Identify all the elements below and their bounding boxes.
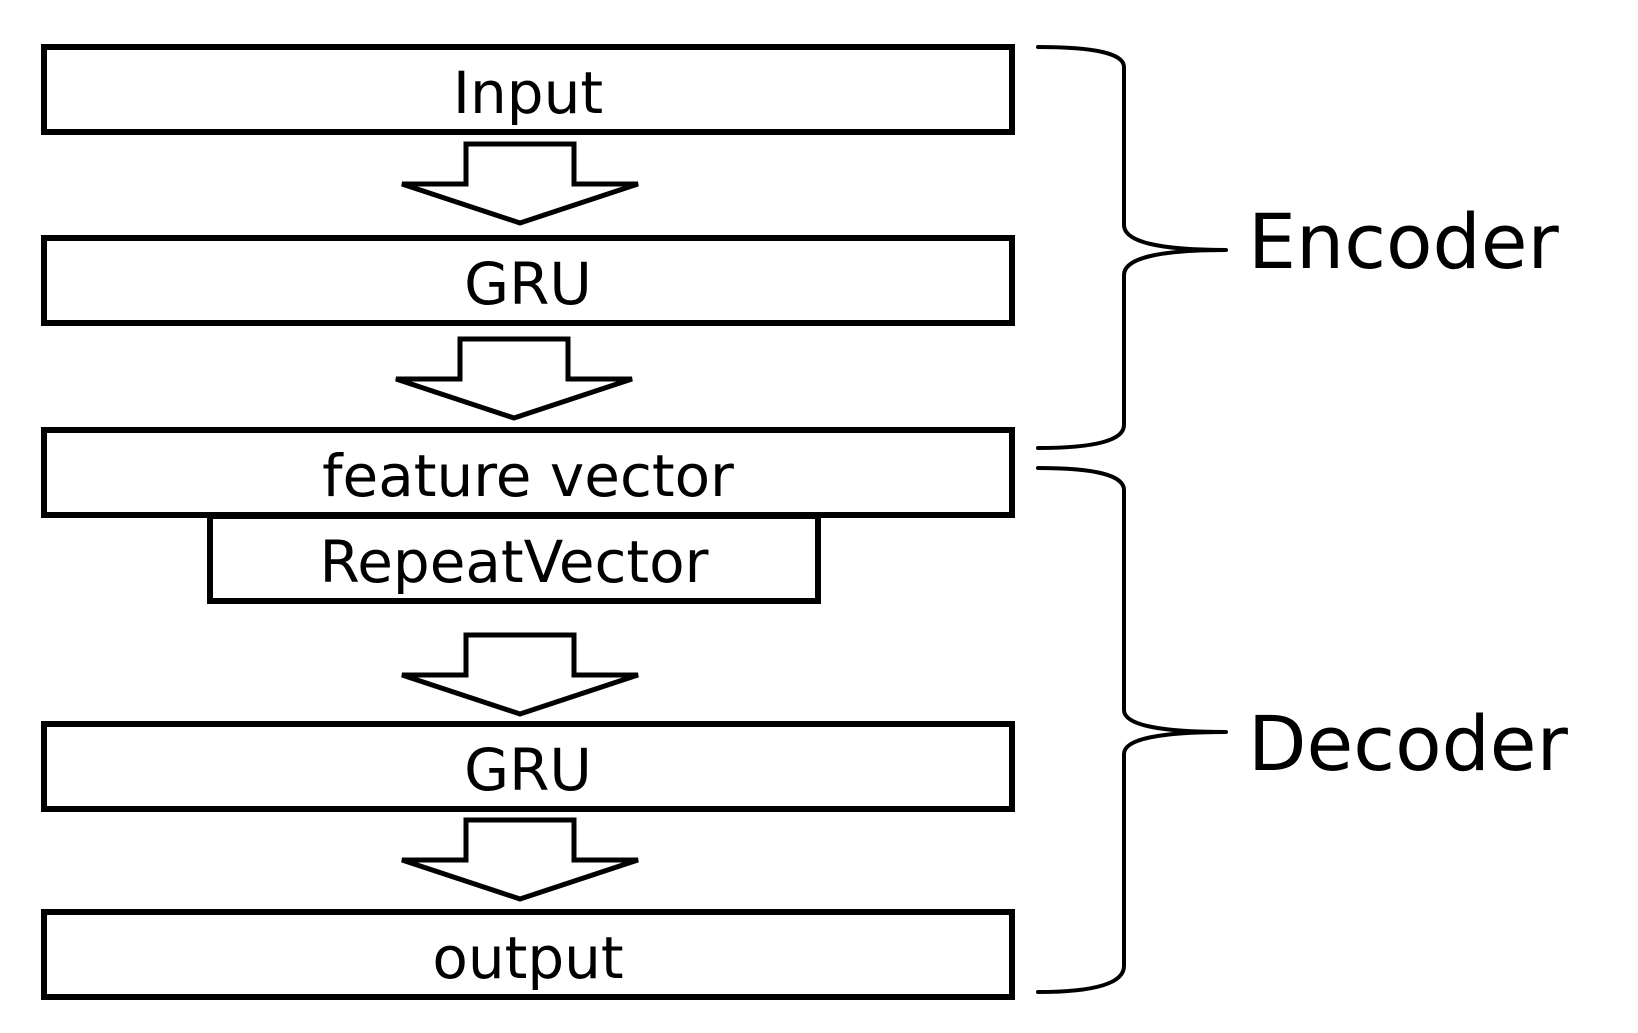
input-box [41,44,1015,135]
gru-encoder-layer: GRU [41,235,1015,326]
gru-encoder-box [41,235,1015,326]
gru-encoder-label: GRU [464,250,592,318]
arrow-down-icon [395,336,633,421]
decoder-label: Decoder [1248,699,1569,788]
feature-vector-label: feature vector [322,442,734,510]
output-label: output [432,924,623,992]
repeat-vector-layer: RepeatVector [207,513,821,604]
repeat-vector-box [207,513,821,604]
gru-decoder-layer: GRU [41,721,1015,812]
arrow-down-icon [401,817,639,902]
input-label: Input [453,59,603,127]
encoder-brace-icon [1036,45,1228,450]
input-layer: Input [41,44,1015,135]
encoder-label: Encoder [1248,197,1559,286]
gru-decoder-label: GRU [464,736,592,804]
repeat-vector-label: RepeatVector [320,528,709,596]
arrow-down-icon [401,141,639,226]
output-box [41,909,1015,1000]
arrow-down-icon [401,632,639,717]
gru-decoder-box [41,721,1015,812]
feature-vector-layer: feature vector [41,427,1015,518]
output-layer: output [41,909,1015,1000]
decoder-brace-icon [1036,466,1228,994]
